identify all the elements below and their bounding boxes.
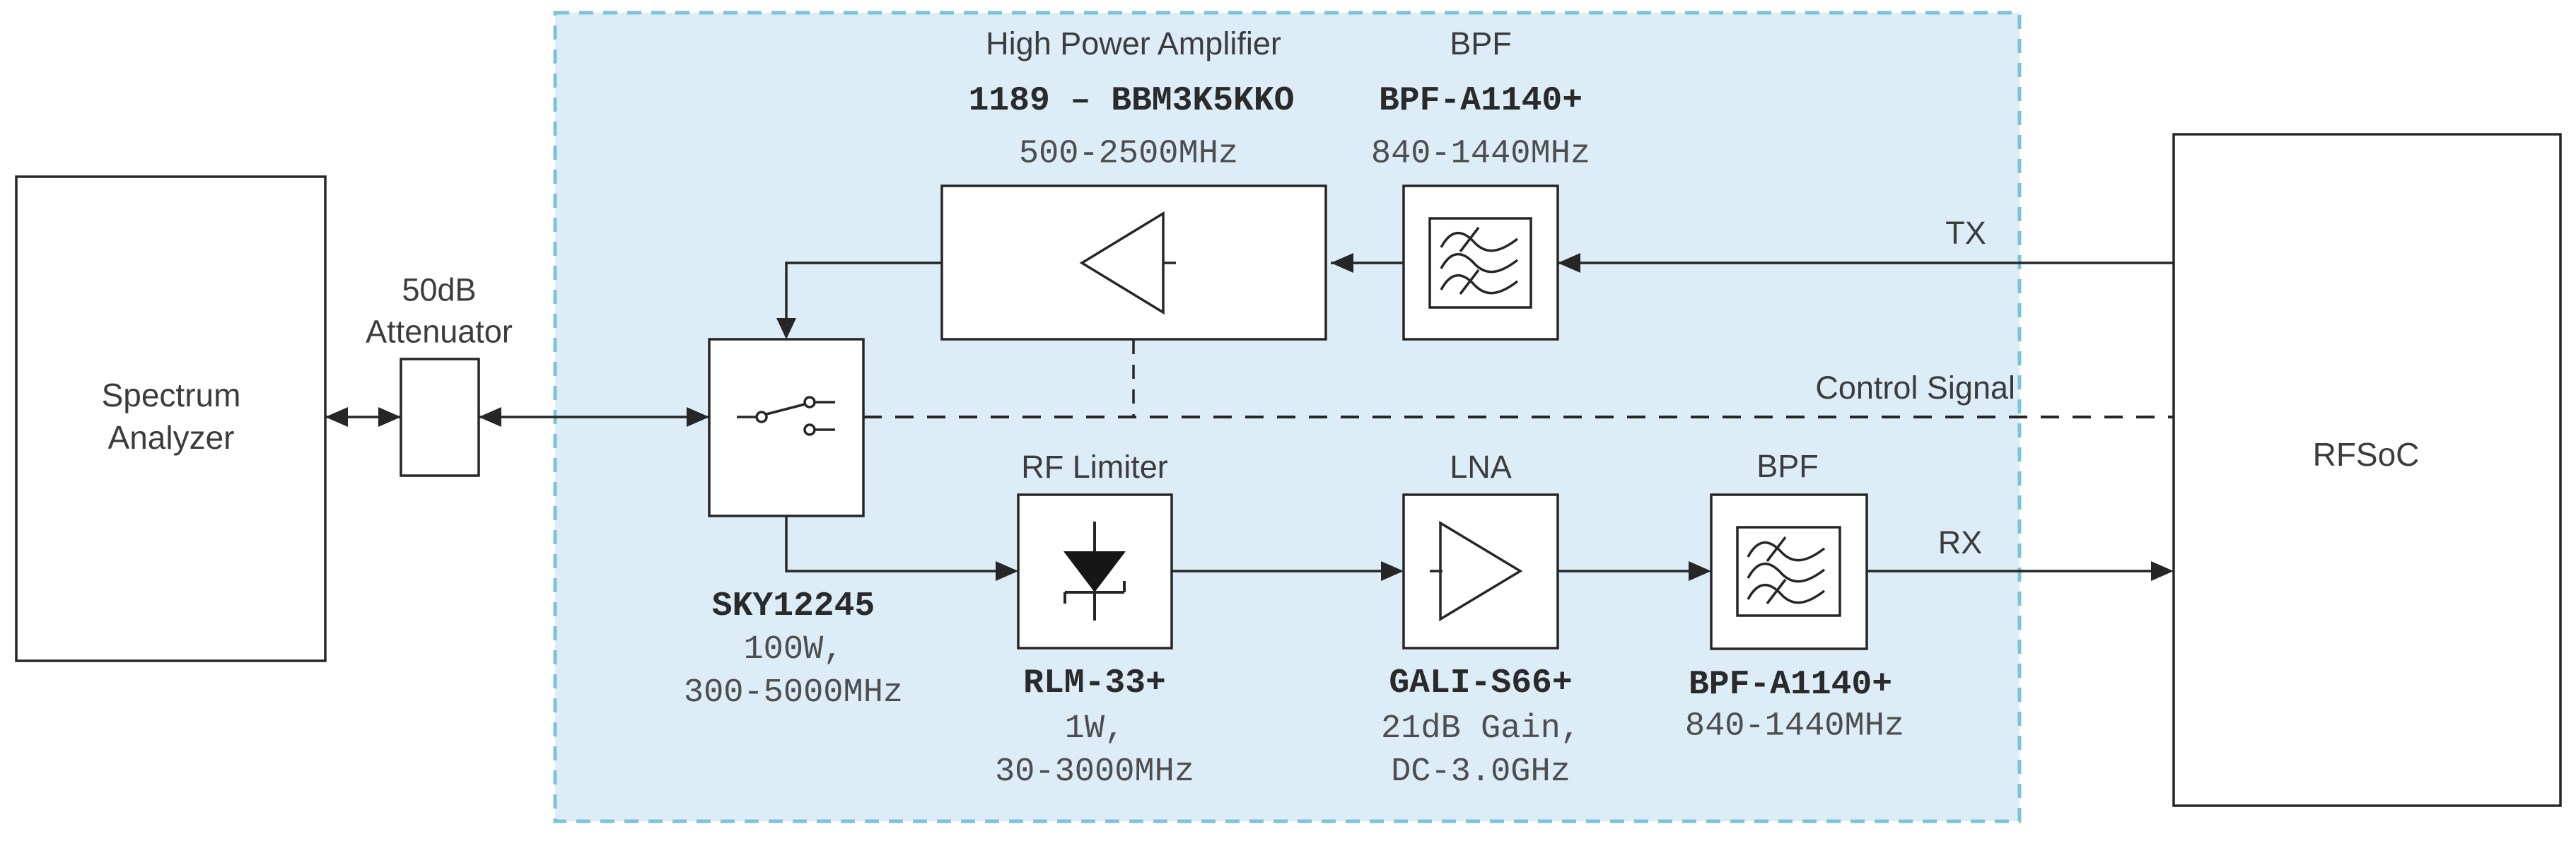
arrowhead-into-rf-limiter: [996, 561, 1018, 581]
attenuator-label: 50dB Attenuator: [366, 271, 513, 350]
amplifier-left-icon: [1079, 211, 1176, 315]
rf-limiter-part: RLM-33+: [1023, 664, 1166, 703]
amplifier-right-icon: [1430, 520, 1523, 622]
arrowhead-into-switch-left: [687, 407, 709, 427]
bpf-tx-part: BPF-A1140+: [1378, 81, 1583, 120]
arrowhead-into-lna: [1381, 561, 1404, 581]
attenuator-box: [400, 358, 480, 477]
arrowhead-into-spectrum-analyzer: [325, 407, 348, 427]
bpf-rx-part: BPF-A1140+: [1688, 665, 1893, 704]
rx-signal-label: RX: [1937, 524, 1983, 560]
rf-limiter-spec: 1W, 30-3000MHz: [994, 710, 1195, 791]
bandpass-filter-icon: [1428, 217, 1532, 309]
rf-switch-box: [708, 338, 865, 517]
arrowheads: [325, 253, 2174, 581]
arrowhead-into-switch-top: [776, 318, 796, 339]
bandpass-filter-icon: [1736, 526, 1841, 617]
hpa-box: [940, 184, 1327, 341]
spectrum-analyzer-box: [15, 175, 327, 662]
rfsoc-box: [2172, 133, 2562, 807]
lna-label: LNA: [1450, 448, 1512, 485]
limiter-diode-icon: [1063, 522, 1126, 621]
lna-part: GALI-S66+: [1389, 664, 1573, 703]
hpa-spec: 500-2500MHz: [1018, 135, 1239, 173]
bpf-tx-label: BPF: [1450, 25, 1512, 61]
arrowhead-into-hpa: [1331, 253, 1353, 273]
arrowhead-into-bpf-tx: [1558, 253, 1580, 273]
rf-switch-part: SKY12245: [711, 587, 875, 625]
switch-limiter-elbow-line: [785, 516, 1015, 572]
hpa-label: High Power Amplifier: [986, 25, 1281, 61]
control-signal-label: Control Signal: [1815, 369, 2015, 406]
rfsoc-label: RFSoC: [2312, 436, 2420, 474]
rf-limiter-label: RF Limiter: [1021, 448, 1168, 485]
bpf-rx-label: BPF: [1756, 447, 1819, 484]
rf-switch-spec: 100W, 300-5000MHz: [683, 630, 904, 712]
hpa-part: 1189 – BBM3K5KKO: [968, 81, 1295, 120]
spdt-switch-icon: [737, 396, 835, 436]
bpf-rx-spec: 840-1440MHz: [1684, 707, 1905, 746]
arrowhead-into-bpf-rx: [1689, 561, 1711, 581]
lna-spec: 21dB Gain, DC-3.0GHz: [1380, 710, 1581, 791]
spectrum-analyzer-label: Spectrum Analyzer: [101, 377, 241, 456]
lna-box: [1402, 493, 1559, 650]
rf-limiter-box: [1017, 493, 1173, 650]
arrowhead-into-attenuator-left: [378, 407, 401, 427]
arrowhead-into-rfsoc: [2151, 561, 2174, 581]
tx-signal-label: TX: [1945, 214, 1986, 251]
hpa-switch-elbow-line: [785, 262, 942, 336]
bpf-tx-spec: 840-1440MHz: [1370, 135, 1591, 173]
arrowhead-into-attenuator-right: [479, 407, 501, 427]
